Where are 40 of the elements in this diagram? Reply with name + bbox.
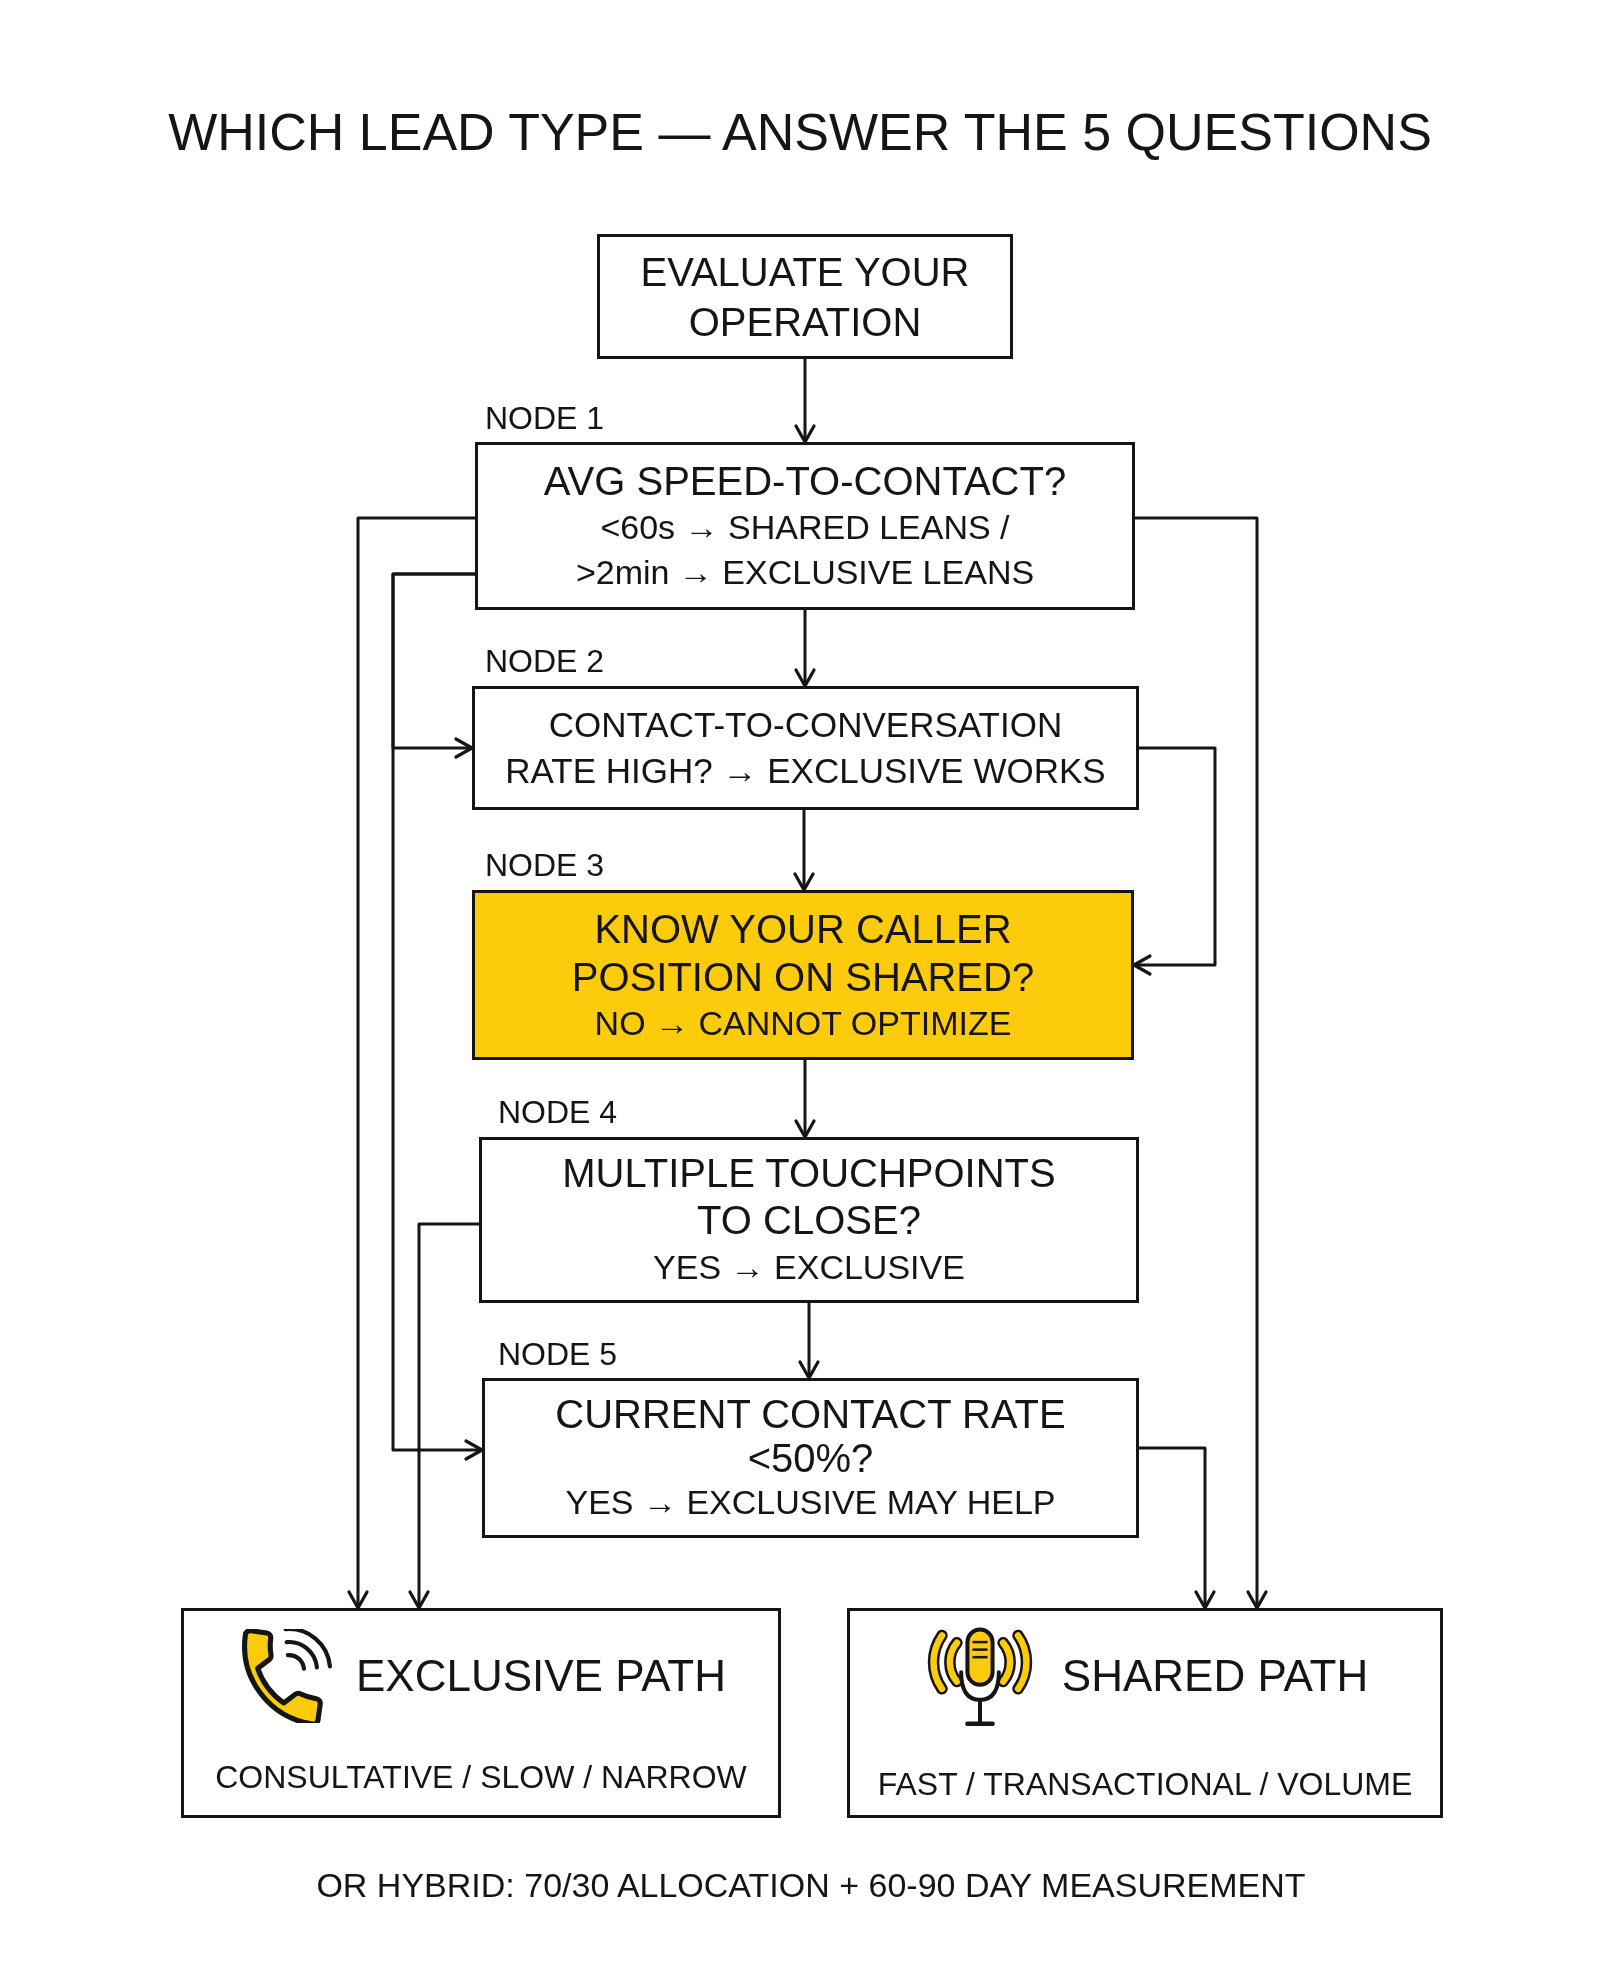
box-heading: MULTIPLE TOUCHPOINTS TO CLOSE? (561, 1150, 1057, 1244)
step-label: NODE 1 (485, 399, 605, 437)
box-text: FAST / TRANSACTIONAL / VOLUME (877, 1765, 1413, 1804)
arrow (794, 357, 816, 444)
outcome-box (181, 1608, 781, 1818)
arrow (1132, 746, 1217, 976)
arrow (794, 608, 816, 688)
box-heading: SHARED PATH (1061, 1650, 1369, 1702)
box-heading: CURRENT CONTACT RATE <50%? (554, 1392, 1067, 1480)
box-text: CONTACT-TO-CONVERSATION RATE HIGH? → EXCLUSIVE WORKS (504, 704, 1107, 792)
process-box (597, 234, 1013, 359)
step-label: NODE 2 (485, 642, 605, 680)
box-text: CONSULTATIVE / SLOW / NARROW (215, 1758, 747, 1797)
highlighted-question-box (472, 890, 1134, 1060)
arrow (793, 808, 815, 892)
arrow (1137, 1446, 1216, 1610)
arrow (347, 516, 477, 1610)
box-text: NO → CANNOT OPTIMIZE (594, 1003, 1012, 1044)
arrow (798, 1301, 820, 1380)
question-box (482, 1378, 1139, 1538)
question-box (472, 686, 1139, 810)
box-text: YES → EXCLUSIVE (653, 1247, 965, 1288)
step-label: NODE 5 (498, 1335, 618, 1373)
question-box (475, 442, 1135, 610)
box-heading: EXCLUSIVE PATH (356, 1650, 726, 1702)
arrow (1133, 516, 1268, 1610)
step-label: NODE 4 (498, 1093, 618, 1131)
step-label: NODE 3 (485, 846, 605, 884)
outcome-box (847, 1608, 1443, 1818)
box-text: <60s → SHARED LEANS / >2min → EXCLUSIVE LEANS (574, 507, 1036, 593)
arrow (391, 572, 484, 1461)
arrow (408, 1222, 481, 1610)
box-text: EVALUATE YOUR OPERATION (639, 248, 971, 346)
box-text: YES → EXCLUSIVE MAY HELP (565, 1482, 1056, 1523)
question-box (479, 1137, 1139, 1303)
footnote: OR HYBRID: 70/30 ALLOCATION + 60-90 DAY MEASUREMENT (316, 1865, 1306, 1906)
arrow (794, 1058, 816, 1139)
box-heading: KNOW YOUR CALLER POSITION ON SHARED? (570, 906, 1036, 1001)
box-heading: AVG SPEED-TO-CONTACT? (543, 458, 1067, 505)
diagram-title: WHICH LEAD TYPE — ANSWER THE 5 QUESTIONS (168, 102, 1432, 163)
